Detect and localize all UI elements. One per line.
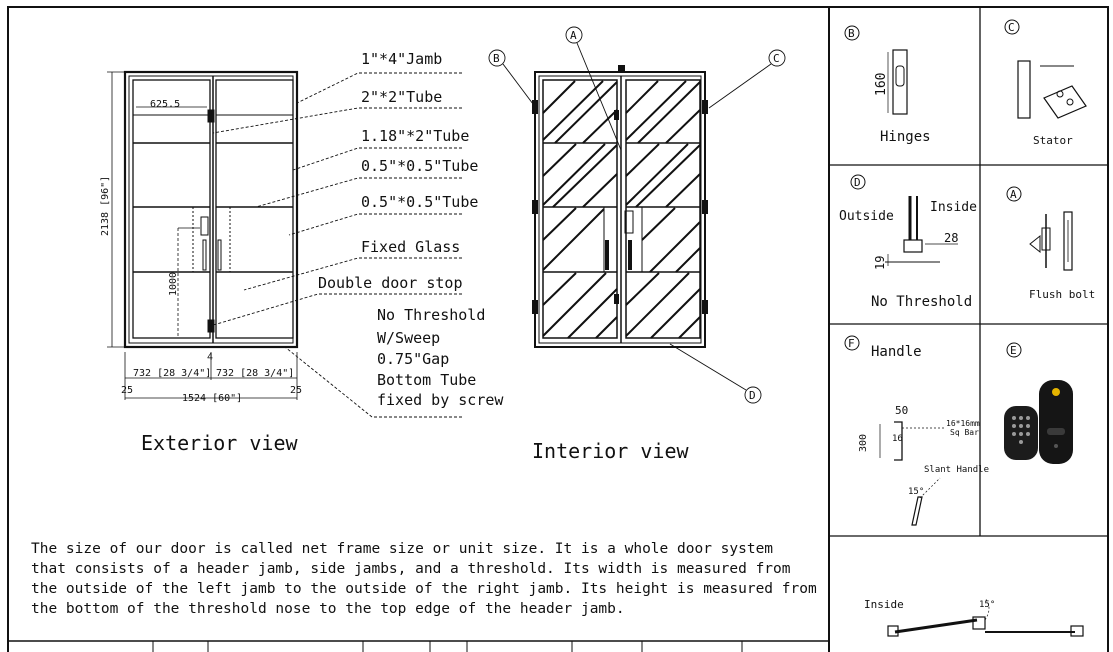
description-line-1: The size of our door is called net frame… (31, 541, 773, 557)
hinges-dim: 160 (874, 73, 889, 96)
threshold-dim-a: 28 (944, 231, 958, 245)
lock-marker-circle (1006, 342, 1022, 358)
dim-center-mark: 4 (207, 352, 213, 363)
stator-label: Stator (1033, 134, 1073, 147)
callout-bottom-tube: Bottom Tube (377, 371, 476, 389)
marker-d: D (749, 389, 756, 402)
smart-lock-photo (1004, 380, 1073, 464)
handle-bar-note: 16*16mm (946, 419, 980, 428)
stator-icon (1017, 60, 1087, 119)
dim-lock-height: 1000 (168, 272, 179, 296)
exterior-view-title: Exterior view (141, 431, 298, 455)
callout-screw: fixed by screw (377, 391, 504, 409)
threshold-marker-circle (850, 174, 866, 190)
dim-leaf-right: 732 [28 3/4"] (216, 368, 294, 379)
callout-tube-2x2: 2"*2"Tube (361, 88, 442, 106)
callout-door-stop: Double door stop (318, 274, 463, 292)
interior-view-title: Interior view (532, 439, 689, 463)
callout-tube-05-b: 0.5"*0.5"Tube (361, 193, 478, 211)
description-line-3: the outside of the left jamb to the outs… (31, 581, 817, 597)
interior-markers (488, 26, 786, 404)
handle-dim-h: 300 (858, 434, 869, 452)
hinges-label: Hinges (880, 129, 931, 145)
callout-leaders (209, 72, 462, 418)
interior-diagonal-grille (542, 80, 701, 339)
parts-grid (829, 7, 1108, 537)
handle-bar-note2: Sq Bar (950, 428, 979, 437)
stator-marker: C (1008, 21, 1015, 34)
hinge-icon (887, 49, 908, 115)
callout-sweep: W/Sweep (377, 329, 440, 347)
threshold-dim-b: 19 (873, 256, 887, 270)
stator-marker-circle (1004, 19, 1020, 35)
flush-bolt-label: Flush bolt (1029, 288, 1095, 301)
callout-tube-118x2: 1.18"*2"Tube (361, 127, 469, 145)
marker-b: B (493, 52, 500, 65)
exterior-door-drawing (107, 70, 299, 400)
plan-view-drawing (887, 597, 1084, 637)
sheet-border (7, 6, 1109, 652)
callout-fixed-glass: Fixed Glass (361, 238, 460, 256)
plan-inside: Inside (864, 598, 904, 611)
title-block-cells (152, 641, 743, 652)
dim-offset-left: 25 (121, 385, 133, 396)
threshold-marker: D (854, 176, 861, 189)
flush-bolt-icon (1029, 211, 1073, 271)
handle-slant: Slant Handle (924, 465, 989, 475)
interior-door-drawing (534, 71, 706, 348)
dim-offset-right: 25 (290, 385, 302, 396)
threshold-outside: Outside (839, 209, 894, 224)
callout-jamb: 1"*4"Jamb (361, 50, 442, 68)
dim-pane-width: 625.5 (150, 99, 180, 110)
handle-dim-w: 50 (895, 404, 908, 417)
handle-dim-gap: 16 (892, 434, 903, 444)
hinges-marker: B (848, 27, 855, 40)
handle-angle: 15° (908, 487, 924, 497)
handle-marker: F (848, 337, 855, 350)
flush-bolt-marker-circle (1006, 186, 1022, 202)
threshold-section-icon (885, 196, 958, 266)
dim-height: 2138 [96"] (100, 176, 111, 236)
handle-label: Handle (871, 344, 922, 360)
hinges-marker-circle (844, 25, 860, 41)
interior-hardware (532, 65, 708, 314)
plan-angle: 15° (979, 600, 995, 610)
dim-leaf-left: 732 [28 3/4"] (133, 368, 211, 379)
threshold-label: No Threshold (871, 294, 972, 310)
flush-bolt-marker: A (1010, 188, 1017, 201)
callout-tube-05-a: 0.5"*0.5"Tube (361, 157, 478, 175)
callout-gap: 0.75"Gap (377, 350, 449, 368)
description-line-4: the bottom of the threshold nose to the … (31, 601, 625, 617)
description-line-2: that consists of a header jamb, side jam… (31, 561, 791, 577)
threshold-inside: Inside (930, 200, 977, 215)
handle-marker-circle (844, 335, 860, 351)
marker-c: C (773, 52, 780, 65)
dim-total-width: 1524 [60"] (182, 393, 242, 404)
handle-drawing (879, 421, 945, 526)
marker-a: A (570, 29, 577, 42)
lock-marker: E (1010, 344, 1017, 357)
callout-no-threshold: No Threshold (377, 306, 485, 324)
